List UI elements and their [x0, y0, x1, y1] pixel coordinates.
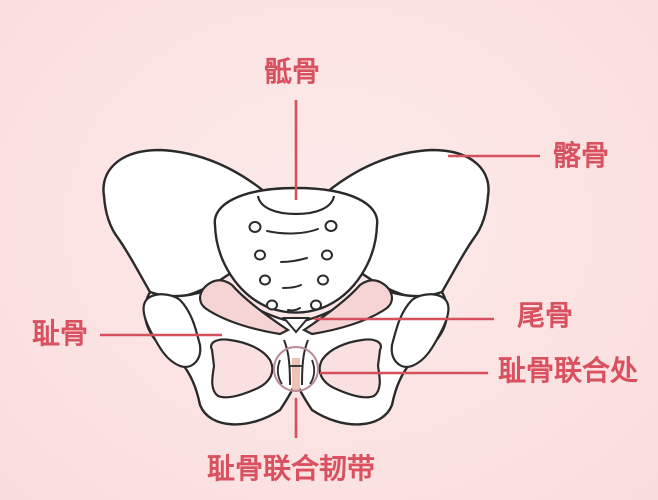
left-ischium: [142, 293, 202, 368]
label-pubis: 耻骨: [32, 317, 89, 350]
symphysis-highlight-circle: [273, 346, 319, 392]
sacral-base: [256, 195, 336, 216]
right-obturator-foramen: [318, 338, 382, 399]
label-pubic-symphysis: 耻骨联合处: [498, 354, 639, 387]
label-sacrum: 骶骨: [264, 55, 321, 88]
label-pubic-symphysis-ligament: 耻骨联合韧带: [207, 452, 376, 485]
sacral-foramina: [248, 220, 338, 311]
right-ischium: [390, 293, 450, 368]
label-ilium: 髂骨: [553, 139, 610, 172]
sacrum: [213, 186, 379, 314]
leader-lines: [100, 100, 540, 438]
coccyx: [281, 317, 311, 334]
left-inner-shade: [199, 279, 291, 336]
right-inner-shade: [301, 279, 393, 336]
symphysis-ligament: [292, 358, 300, 391]
sacral-ridges: [266, 228, 319, 312]
left-obturator-foramen: [210, 338, 274, 399]
label-coccyx: 尾骨: [517, 299, 574, 332]
